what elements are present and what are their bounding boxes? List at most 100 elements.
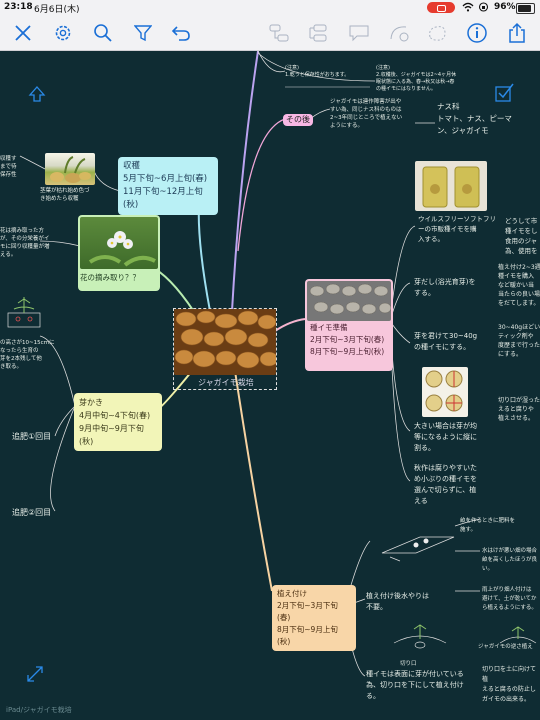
top-note-1-line: (注意)	[285, 65, 299, 71]
hiryo-note[interactable]: 畝を作るときに肥料を 施す。	[460, 517, 540, 535]
hana-topic[interactable]: 花の摘み取り？？	[78, 215, 160, 291]
nasuka-note[interactable]: ナス科 トマト、ナス、ピーマ ン、ジャガイモ	[437, 101, 512, 137]
bottom-right-note[interactable]: 切り口を土に向けて植 えると腐るの防止し ガイモの出来る。	[482, 665, 540, 705]
potato-leaves-photo[interactable]	[45, 153, 95, 185]
me-dashi-line: する。	[414, 289, 435, 297]
collapse-up-icon[interactable]	[28, 85, 46, 107]
ookii-note[interactable]: 大きい場合は芽が均 等になるように縦に 割る。	[414, 421, 477, 454]
cut-seed-potato-photo	[307, 281, 391, 321]
bottom-note[interactable]: 種イモは表面に芽が付いている 為、切り口を下にして植え付け る。	[366, 669, 464, 702]
tsuihi-1[interactable]: 追肥①回目	[12, 431, 51, 442]
kiriguchi-label[interactable]: 切り口	[400, 659, 417, 670]
close-icon[interactable]	[10, 20, 36, 46]
right-note-4[interactable]: 切り口が湿った えると腐りや 植えさせる。	[498, 396, 540, 423]
left-mid-note-line: 芽を2本残して他	[0, 356, 42, 362]
taneimo-title: 種イモ準備	[310, 323, 348, 332]
right-note-3-line: 30~40gほどい	[498, 324, 540, 331]
akisaku-line: 選んで切らずに、植	[414, 486, 477, 494]
fullscreen-icon[interactable]	[26, 665, 44, 687]
share-icon[interactable]	[504, 20, 530, 46]
top-note-2-line: 2.収穫後、ジャガイモは2~4ヶ月休	[376, 72, 457, 78]
mekaki-topic[interactable]: 芽かき 4月中旬~4下旬(春) 9月中旬~9月下旬(秋)	[74, 393, 162, 451]
bottom-right-line: えると腐るの防止し	[482, 686, 536, 693]
mizu-line: 植え付け後水やりは	[366, 592, 429, 600]
hiryo-line: 施す。	[460, 527, 476, 533]
akisaku-line: える	[414, 497, 428, 505]
right-note-2[interactable]: 植え付け2~3週 種イモを購入 など暖かい当 当たらの良い場 をだてします。	[498, 263, 540, 308]
taneimo-topic[interactable]: 種イモ準備 2月下旬~3月下旬(春) 8月下旬~9月上旬(秋)	[305, 279, 393, 371]
me-dashi-line: 芽だし(浴光育芽)を	[414, 278, 476, 286]
left-top-note-line: 収穫す	[0, 156, 17, 162]
screen-record-icon	[427, 2, 455, 13]
callout-icon[interactable]	[346, 20, 372, 46]
top-note-2[interactable]: (注意) 2.収穫後、ジャガイモは2~4ヶ月休 眠状態に入る為、春→秋又は秋→春…	[376, 65, 506, 93]
bottom-note-line: る。	[366, 692, 380, 700]
virus-free-note[interactable]: ウイルスフリーソフトフリ ーの市販種イモを購 入する。	[418, 214, 500, 244]
right-note-3[interactable]: 30~40gほどい ティック剤や 度歴まで行った にする。	[498, 323, 540, 359]
sprout-sketch	[4, 295, 46, 339]
leaves-caption-line: 茎葉が枯れ始め色づ	[40, 188, 90, 194]
hiryo-line: 畝を作るときに肥料を	[460, 518, 516, 524]
leaves-caption[interactable]: 茎葉が枯れ始め色づ き始めたら収穫	[40, 187, 110, 203]
battery-icon	[516, 3, 535, 14]
right-note-3-line: にする。	[498, 351, 523, 358]
uetsuke-topic[interactable]: 植え付け 2月下旬~3月下旬(春) 8月下旬~9月上旬(秋)	[272, 585, 356, 651]
left-mid-note[interactable]: の高さが10~15cmに なったら生育の 芽を2本残して他 き取る。	[0, 339, 80, 371]
status-bar: 23:18 6月6日(木) 96%	[0, 0, 540, 16]
top-note-1[interactable]: (注意) 1.乾うと保存性がおちます。	[285, 65, 375, 79]
ame-line: 雨上がり畑人付けは	[482, 587, 532, 593]
subtopic-icon[interactable]	[266, 20, 292, 46]
nasuka-line: ナス科	[437, 102, 460, 111]
jagaimo-upside-text: ジャガイモの逆さ植え	[478, 644, 533, 650]
ookii-line: 大きい場合は芽が均	[414, 422, 477, 430]
left-mid-note-line: き取る。	[0, 364, 23, 370]
right-note-2-line: 当たらの良い場	[498, 291, 540, 298]
left-mid-note-line: なったら生育の	[0, 348, 39, 354]
info-icon[interactable]	[464, 20, 490, 46]
sonogo-note-line: ジャガイモは連作障害が出や	[330, 99, 402, 105]
right-note-2-line: 種イモを購入	[498, 273, 535, 280]
central-label: ジャガイモ栽培	[198, 378, 254, 387]
ame-note[interactable]: 雨上がり畑人付けは 避けて、土が乾いてか ら植えるようにする。	[482, 586, 540, 613]
boundary-icon[interactable]	[424, 20, 450, 46]
seed-potato-bags-photo[interactable]	[415, 161, 487, 211]
mindmap-canvas[interactable]: (注意) 1.乾うと保存性がおちます。 (注意) 2.収穫後、ジャガイモは2~4…	[0, 51, 540, 720]
mizuhake-note[interactable]: 水はけが悪い畑の場合 畝を高くしたほうが良 い。	[482, 547, 540, 574]
mekaki-autumn: 9月中旬~9月下旬(秋)	[79, 424, 144, 446]
search-icon[interactable]	[90, 20, 116, 46]
sonogo-note[interactable]: ジャガイモは連作障害が出や すい為、同じナス科のものは 2~3年同じところで植え…	[330, 98, 420, 130]
cutting-diagram[interactable]	[422, 367, 468, 417]
gear-icon[interactable]	[50, 20, 76, 46]
right-note-2-line: など暖かい当	[498, 282, 535, 289]
potato-flower-photo	[80, 217, 158, 269]
status-date: 6月6日(木)	[34, 5, 80, 15]
checkbox-icon[interactable]	[494, 83, 514, 107]
akisaku-note[interactable]: 秋作は腐りやすいた め小ぶりの種イモを 選んで切らずに、植 える	[414, 463, 477, 507]
hana-note[interactable]: 花は摘み取った方 が、その分栄養がイ モに回り収穫量が増 える。	[0, 227, 80, 259]
relation-icon[interactable]	[386, 20, 412, 46]
ame-line: 避けて、土が乾いてか	[482, 596, 537, 602]
left-top-note[interactable]: 収穫す まで待 保存性	[0, 155, 17, 179]
right-note-1-line: 為、使用を	[505, 247, 538, 255]
filter-icon[interactable]	[130, 20, 156, 46]
central-topic[interactable]: ジャガイモ栽培	[173, 308, 277, 390]
me-30-note[interactable]: 芽を君けて30~40g の種イモにする。	[414, 331, 477, 353]
shuukaku-topic[interactable]: 収穫 5月下旬~6月上旬(春) 11月下旬~12月上旬(秋)	[118, 157, 218, 215]
status-time: 23:18	[4, 2, 33, 12]
undo-icon[interactable]	[168, 20, 194, 46]
right-note-1-line: 食用のジャ	[505, 237, 538, 245]
sibling-icon[interactable]	[306, 20, 332, 46]
kiriguchi-text: 切り口	[400, 661, 417, 667]
nasuka-line: ン、ジャガイモ	[437, 126, 489, 135]
tsuihi-2[interactable]: 追肥②回目	[12, 507, 51, 518]
me-dashi-note[interactable]: 芽だし(浴光育芽)を する。	[414, 277, 475, 299]
jagaimo-upside-label[interactable]: ジャガイモの逆さ植え	[478, 643, 540, 651]
right-note-1[interactable]: どうして市 種イモをし 食用のジャ 為、使用を	[505, 216, 540, 256]
right-note-4-line: 切り口が湿った	[498, 397, 540, 404]
rotation-lock-icon	[478, 2, 489, 15]
ookii-line: 割る。	[414, 444, 435, 452]
right-note-2-line: をだてします。	[498, 300, 540, 307]
bottom-right-line: 切り口を土に向けて植	[482, 666, 537, 683]
mizu-note[interactable]: 植え付け後水やりは 不要。	[366, 591, 429, 613]
sonogo-topic[interactable]: その後	[283, 114, 313, 126]
